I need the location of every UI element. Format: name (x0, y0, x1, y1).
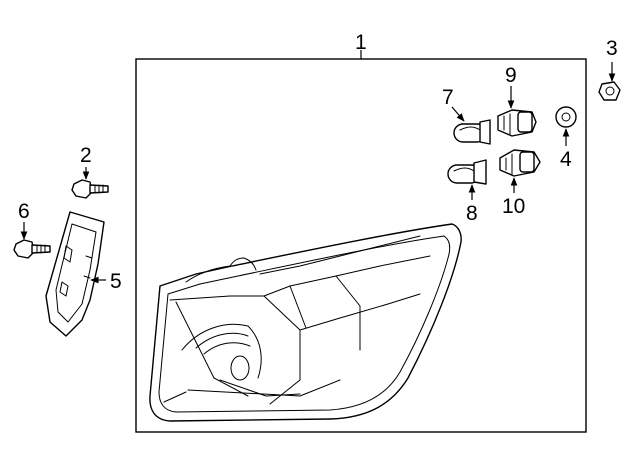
socket-9 (497, 109, 537, 137)
callout-8: 8 (466, 202, 478, 225)
callout-3: 3 (606, 37, 618, 60)
bulb-8 (447, 159, 487, 185)
callout-7: 7 (442, 86, 454, 109)
nut-3 (598, 81, 621, 101)
callout-5: 5 (110, 270, 122, 293)
callout-10: 10 (502, 195, 525, 218)
callout-7-leader (451, 106, 465, 122)
bolt-2 (71, 179, 109, 199)
bolt-6 (13, 239, 51, 259)
bulb-7 (453, 119, 491, 145)
bracket-5 (45, 211, 105, 337)
callout-9: 9 (505, 64, 517, 87)
socket-10 (499, 149, 541, 177)
callout-2: 2 (80, 144, 92, 167)
tail-lamp-assembly (149, 223, 462, 422)
grommet-4 (555, 106, 577, 128)
callout-4: 4 (560, 148, 572, 171)
callout-1: 1 (355, 31, 367, 54)
callout-6: 6 (18, 200, 30, 223)
